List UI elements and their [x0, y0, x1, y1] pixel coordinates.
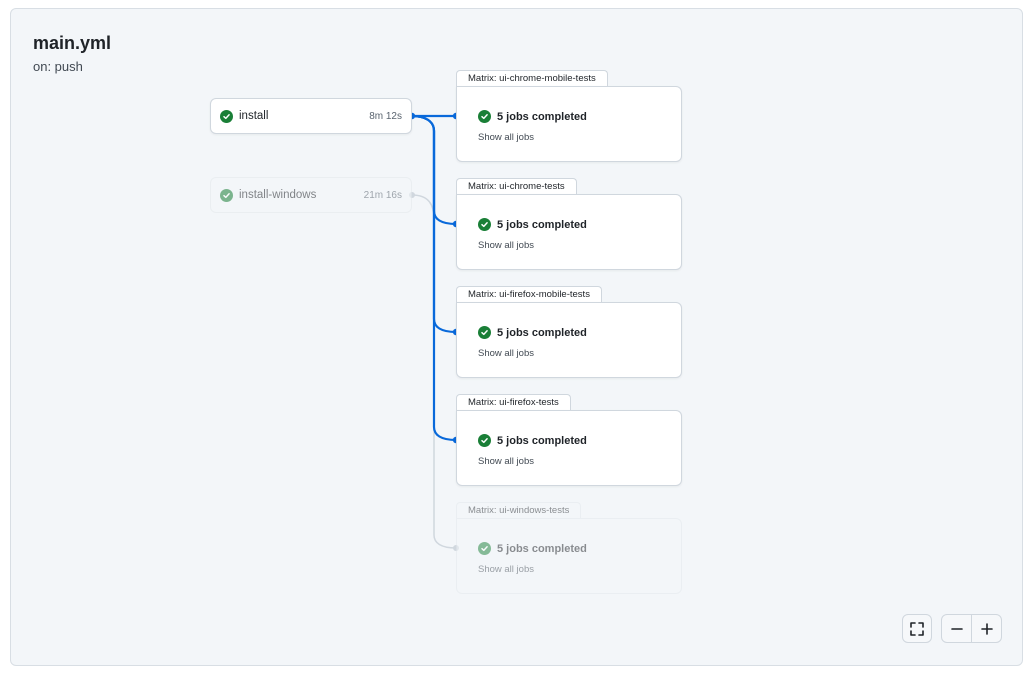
job-name: install [239, 110, 269, 122]
matrix-label: Matrix: ui-firefox-tests [456, 394, 571, 411]
matrix-label: Matrix: ui-chrome-tests [456, 178, 577, 195]
matrix-card[interactable]: 5 jobs completed Show all jobs [456, 86, 682, 162]
job-name: install-windows [239, 189, 317, 201]
matrix-summary-text: 5 jobs completed [497, 434, 587, 447]
matrix-summary: 5 jobs completed [478, 542, 587, 555]
matrix-summary-text: 5 jobs completed [497, 542, 587, 555]
workflow-title: main.yml [33, 33, 112, 53]
minus-icon [950, 627, 963, 630]
matrix-card[interactable]: 5 jobs completed Show all jobs [456, 302, 682, 378]
show-all-jobs-link[interactable]: Show all jobs [478, 132, 534, 143]
fullscreen-icon [910, 621, 924, 636]
plus-icon [980, 622, 993, 635]
edge-install-to-chrome [411, 114, 457, 226]
matrix-card[interactable]: 5 jobs completed Show all jobs [456, 194, 682, 270]
zoom-controls [941, 614, 1002, 643]
matrix-summary-text: 5 jobs completed [497, 110, 587, 123]
matrix-summary: 5 jobs completed [478, 326, 587, 339]
matrix-label: Matrix: ui-chrome-mobile-tests [456, 70, 608, 87]
matrix-card[interactable]: 5 jobs completed Show all jobs [456, 518, 682, 594]
show-all-jobs-link[interactable]: Show all jobs [478, 240, 534, 251]
matrix-summary: 5 jobs completed [478, 434, 587, 447]
show-all-jobs-link[interactable]: Show all jobs [478, 348, 534, 359]
job-install-windows[interactable]: install-windows 21m 16s [210, 177, 412, 213]
matrix-summary: 5 jobs completed [478, 218, 587, 231]
check-circle-icon [220, 109, 233, 123]
workflow-graph-canvas[interactable]: main.yml on: push install 8m 12s [10, 8, 1023, 666]
show-all-jobs-link[interactable]: Show all jobs [478, 456, 534, 467]
matrix-card[interactable]: 5 jobs completed Show all jobs [456, 410, 682, 486]
job-install[interactable]: install 8m 12s [210, 98, 412, 134]
edge-install-windows-to-windows-tests [411, 194, 457, 549]
check-circle-icon [478, 218, 491, 231]
zoom-in-button[interactable] [971, 615, 1001, 642]
matrix-summary: 5 jobs completed [478, 110, 587, 123]
matrix-label: Matrix: ui-firefox-mobile-tests [456, 286, 602, 303]
job-duration: 8m 12s [369, 110, 402, 122]
check-circle-icon [478, 434, 491, 447]
edge-install-to-firefox-mobile [411, 114, 457, 334]
matrix-label: Matrix: ui-windows-tests [456, 502, 582, 519]
edge-install-to-firefox [411, 114, 457, 442]
matrix-summary-text: 5 jobs completed [497, 326, 587, 339]
check-circle-icon [478, 542, 491, 555]
check-circle-icon [478, 326, 491, 339]
check-circle-icon [478, 110, 491, 123]
fullscreen-button[interactable] [902, 614, 932, 643]
workflow-trigger: on: push [33, 59, 83, 74]
job-duration: 21m 16s [363, 189, 402, 201]
matrix-summary-text: 5 jobs completed [497, 218, 587, 231]
show-all-jobs-link[interactable]: Show all jobs [478, 564, 534, 575]
check-circle-icon [220, 188, 233, 202]
zoom-out-button[interactable] [942, 615, 971, 642]
